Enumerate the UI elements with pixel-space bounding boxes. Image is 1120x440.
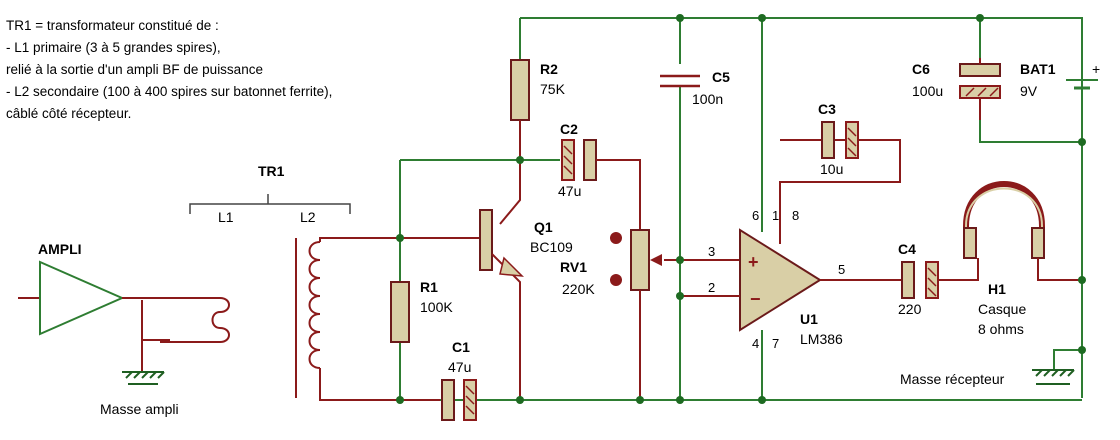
h1-label: H1 [988, 281, 1006, 297]
c5-value: 100n [692, 91, 723, 107]
capacitor-c3: C3 10u [818, 101, 859, 177]
q1-value: BC109 [530, 239, 573, 255]
junctions [396, 14, 1086, 404]
r1-value: 100K [420, 299, 453, 315]
h1-value-2: 8 ohms [978, 321, 1024, 337]
tr1-l2-label: L2 [300, 209, 316, 225]
c3-label: C3 [818, 101, 836, 117]
pin-6: 6 [752, 208, 759, 223]
c2-label: C2 [560, 121, 578, 137]
u1-minus: − [750, 289, 761, 309]
r2-label: R2 [540, 61, 558, 77]
pin-7: 7 [772, 336, 779, 351]
r2-value: 75K [540, 81, 566, 97]
top-rail [520, 17, 1083, 398]
bat1-plus: + [1092, 61, 1100, 77]
capacitor-c1: C1 47u [441, 339, 477, 421]
capacitor-c2: C2 47u [558, 121, 641, 230]
resistor-r1: R1 100K [390, 160, 453, 400]
headphones-h1: H1 Casque 8 ohms [963, 181, 1082, 337]
capacitor-c4: C4 220 [898, 241, 979, 317]
c6-value: 100u [912, 83, 943, 99]
note-line-4: - L2 secondaire (100 à 400 spires sur ba… [6, 84, 332, 99]
c6-label: C6 [912, 61, 930, 77]
transformer-tr1: TR1 L1 L2 [189, 163, 480, 401]
resistor-r2: R2 75K [400, 18, 566, 225]
pin-8: 8 [792, 208, 799, 223]
pin-4: 4 [752, 336, 759, 351]
pin-3: 3 [708, 244, 715, 259]
c1-value: 47u [448, 359, 471, 375]
opamp-u1: + − 3 2 5 6 1 8 4 7 U1 LM386 [680, 139, 902, 351]
bat1-label: BAT1 [1020, 61, 1056, 77]
c5-label: C5 [712, 69, 730, 85]
tr1-label: TR1 [258, 163, 285, 179]
u1-value: LM386 [800, 331, 843, 347]
c6-wires [979, 18, 1082, 143]
note-line-1: TR1 = transformateur constitué de : [6, 18, 219, 33]
transistor-q1: Q1 BC109 [479, 209, 573, 400]
r1-label: R1 [420, 279, 438, 295]
description-note: TR1 = transformateur constitué de : - L1… [6, 18, 332, 121]
rv1-value: 220K [562, 281, 595, 297]
pin-5: 5 [838, 262, 845, 277]
capacitor-c6: C6 100u [912, 58, 1001, 120]
pin-2: 2 [708, 280, 715, 295]
potentiometer-rv1: RV1 220K [560, 229, 740, 400]
ground-recepteur: Masse récepteur [900, 349, 1082, 387]
u1-plus: + [748, 252, 759, 272]
ground-recepteur-label: Masse récepteur [900, 371, 1005, 387]
note-line-5: câblé côté récepteur. [6, 106, 131, 121]
c4-label: C4 [898, 241, 916, 257]
tr1-l1-label: L1 [218, 209, 234, 225]
note-line-3: relié à la sortie d'un ampli BF de puiss… [6, 62, 263, 77]
h1-value-1: Casque [978, 301, 1026, 317]
pin-1: 1 [772, 208, 779, 223]
ampli-label: AMPLI [38, 241, 82, 257]
power-rails [400, 17, 1083, 401]
c1-label: C1 [452, 339, 470, 355]
battery-bat1: BAT1 9V + [1020, 61, 1100, 99]
rv1-label: RV1 [560, 259, 587, 275]
u1-label: U1 [800, 311, 818, 327]
bat1-value: 9V [1020, 83, 1038, 99]
c3-value: 10u [820, 161, 843, 177]
note-line-2: - L1 primaire (3 à 5 grandes spires), [6, 40, 221, 55]
ground-ampli-label: Masse ampli [100, 401, 179, 417]
capacitor-c5: C5 100n [660, 69, 730, 107]
q1-label: Q1 [534, 219, 553, 235]
c4-value: 220 [898, 301, 922, 317]
c2-value: 47u [558, 183, 581, 199]
ampli-symbol: AMPLI Masse ampli [18, 241, 230, 417]
